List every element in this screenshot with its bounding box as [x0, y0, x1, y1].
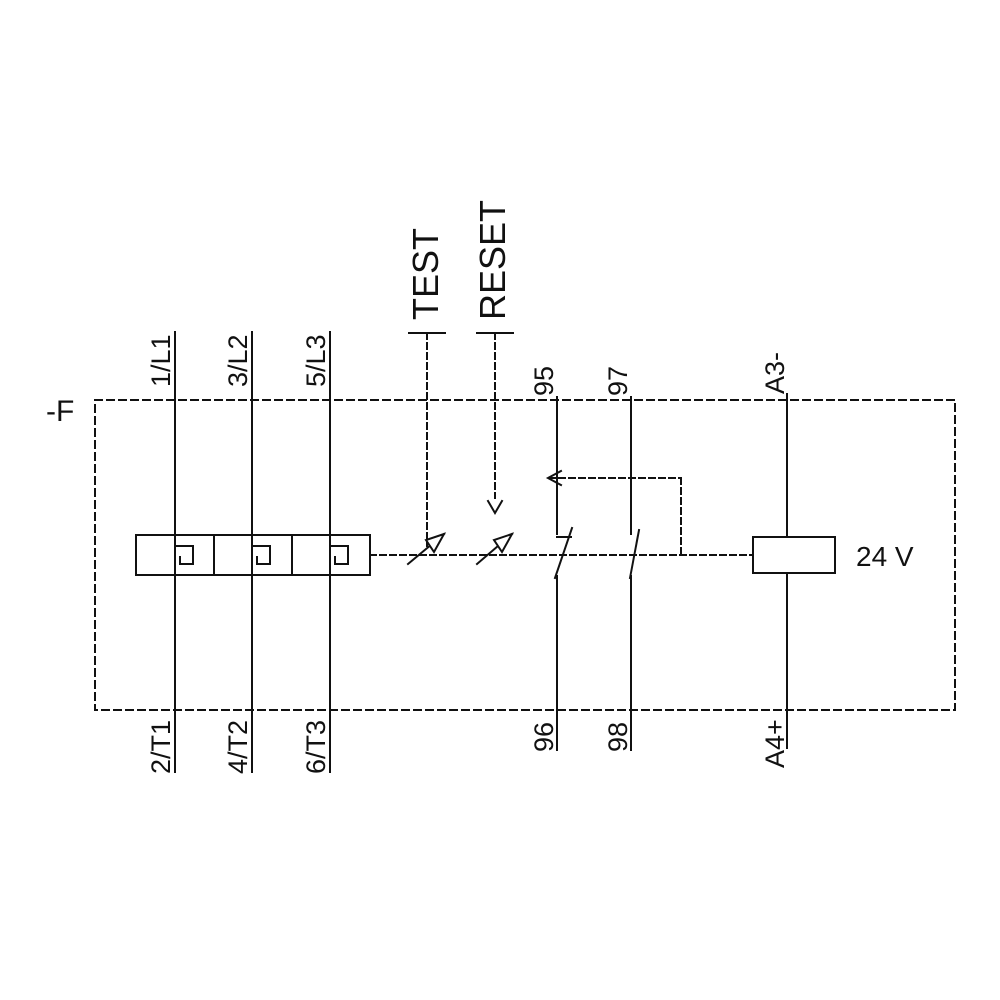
supply-terminal-label-a3: A3- — [760, 352, 790, 394]
terminal-label-2t1: 2/T1 — [146, 720, 176, 774]
nc-contact-blade — [553, 526, 574, 580]
no-contact-blade — [628, 528, 641, 580]
terminal-label-1l1: 1/L1 — [146, 334, 176, 387]
reset-arrow-down-icon — [486, 499, 504, 515]
test-label: TEST — [405, 228, 446, 320]
terminal-label-4t2: 4/T2 — [223, 720, 253, 774]
coil-box — [752, 536, 836, 574]
reset-label: RESET — [472, 200, 513, 320]
reset-actuator-head-icon — [492, 532, 515, 554]
heater-hook-icon-2 — [251, 545, 271, 565]
test-actuator-head-icon — [424, 532, 447, 554]
terminal-label-6t3: 6/T3 — [301, 720, 331, 774]
heater-hook-icon-1 — [174, 545, 194, 565]
enclosure-dashed-outline — [94, 399, 956, 711]
coil-voltage-label: 24 V — [856, 541, 914, 572]
aux-terminal-label-97: 97 — [603, 366, 633, 396]
supply-terminal-label-a4: A4+ — [760, 719, 790, 768]
aux-terminal-label-98: 98 — [603, 722, 633, 752]
heater-hook-icon-3 — [329, 545, 349, 565]
equipment-designator-label: -F — [46, 395, 74, 428]
aux-terminal-label-95: 95 — [529, 366, 559, 396]
terminal-label-3l2: 3/L2 — [223, 334, 253, 387]
aux-terminal-label-96: 96 — [529, 722, 559, 752]
terminal-label-5l3: 5/L3 — [301, 334, 331, 387]
